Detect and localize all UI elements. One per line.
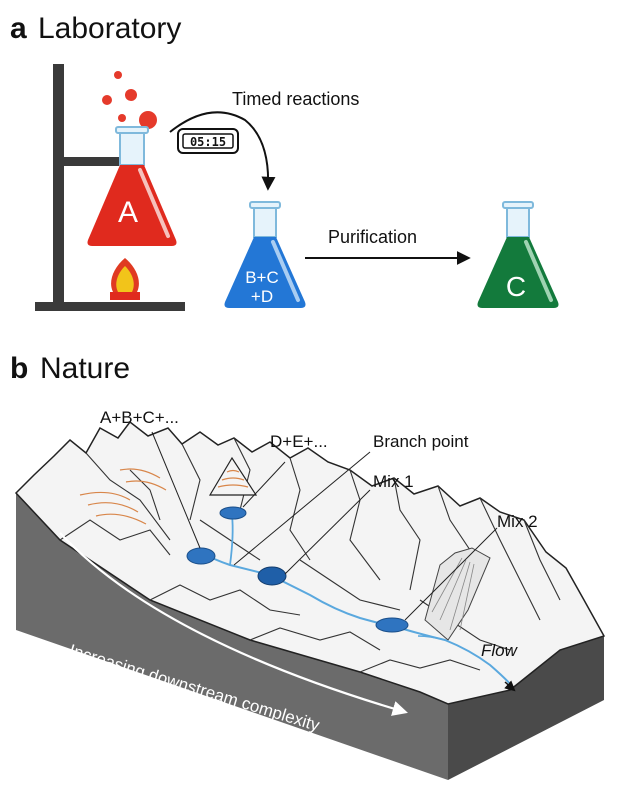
- panel-a-letter: a: [10, 12, 27, 45]
- timed-reactions-label: Timed reactions: [232, 89, 359, 109]
- panel-b-title: Nature: [40, 352, 130, 385]
- panel-a-title: Laboratory: [38, 12, 181, 45]
- stream: [199, 551, 513, 687]
- lab-stand-icon: [35, 64, 185, 311]
- timed-reactions-arrow: [169, 111, 276, 191]
- label-source-2: D+E+...: [270, 432, 328, 451]
- bubbles-icon: [102, 71, 157, 129]
- label-flow: Flow: [481, 641, 519, 660]
- panel-a: a Laboratory A: [10, 12, 559, 311]
- pool-source-2: [219, 506, 247, 520]
- label-source-1: A+B+C+...: [100, 408, 179, 427]
- leader-lines: [151, 431, 498, 621]
- panel-b: b Nature: [10, 352, 606, 780]
- label-branch-point: Branch point: [373, 432, 469, 451]
- timer-icon: [177, 128, 239, 154]
- strata-left: [79, 468, 167, 525]
- flame-icon: [110, 258, 140, 300]
- landscape-block: [14, 420, 606, 780]
- flask-bcd-label-line2: +D: [251, 287, 273, 306]
- timer-readout: 05:15: [190, 135, 226, 149]
- flask-a-label: A: [118, 196, 138, 229]
- label-mix-2: Mix 2: [497, 512, 538, 531]
- flask-a-icon: [87, 126, 177, 246]
- flask-c-label: C: [506, 271, 526, 302]
- flow-arrow: [504, 680, 516, 692]
- flask-bcd-icon: [224, 201, 306, 308]
- panel-b-letter: b: [10, 352, 28, 385]
- purification-label: Purification: [328, 227, 417, 247]
- pool-mix-2: [375, 617, 409, 633]
- complexity-arrow: [59, 532, 408, 716]
- pool-source-1: [186, 547, 216, 565]
- flask-bcd-label-line1: B+C: [245, 268, 279, 287]
- pool-mix-1: [257, 566, 287, 586]
- flask-c-icon: [477, 201, 559, 308]
- label-mix-1: Mix 1: [373, 472, 414, 491]
